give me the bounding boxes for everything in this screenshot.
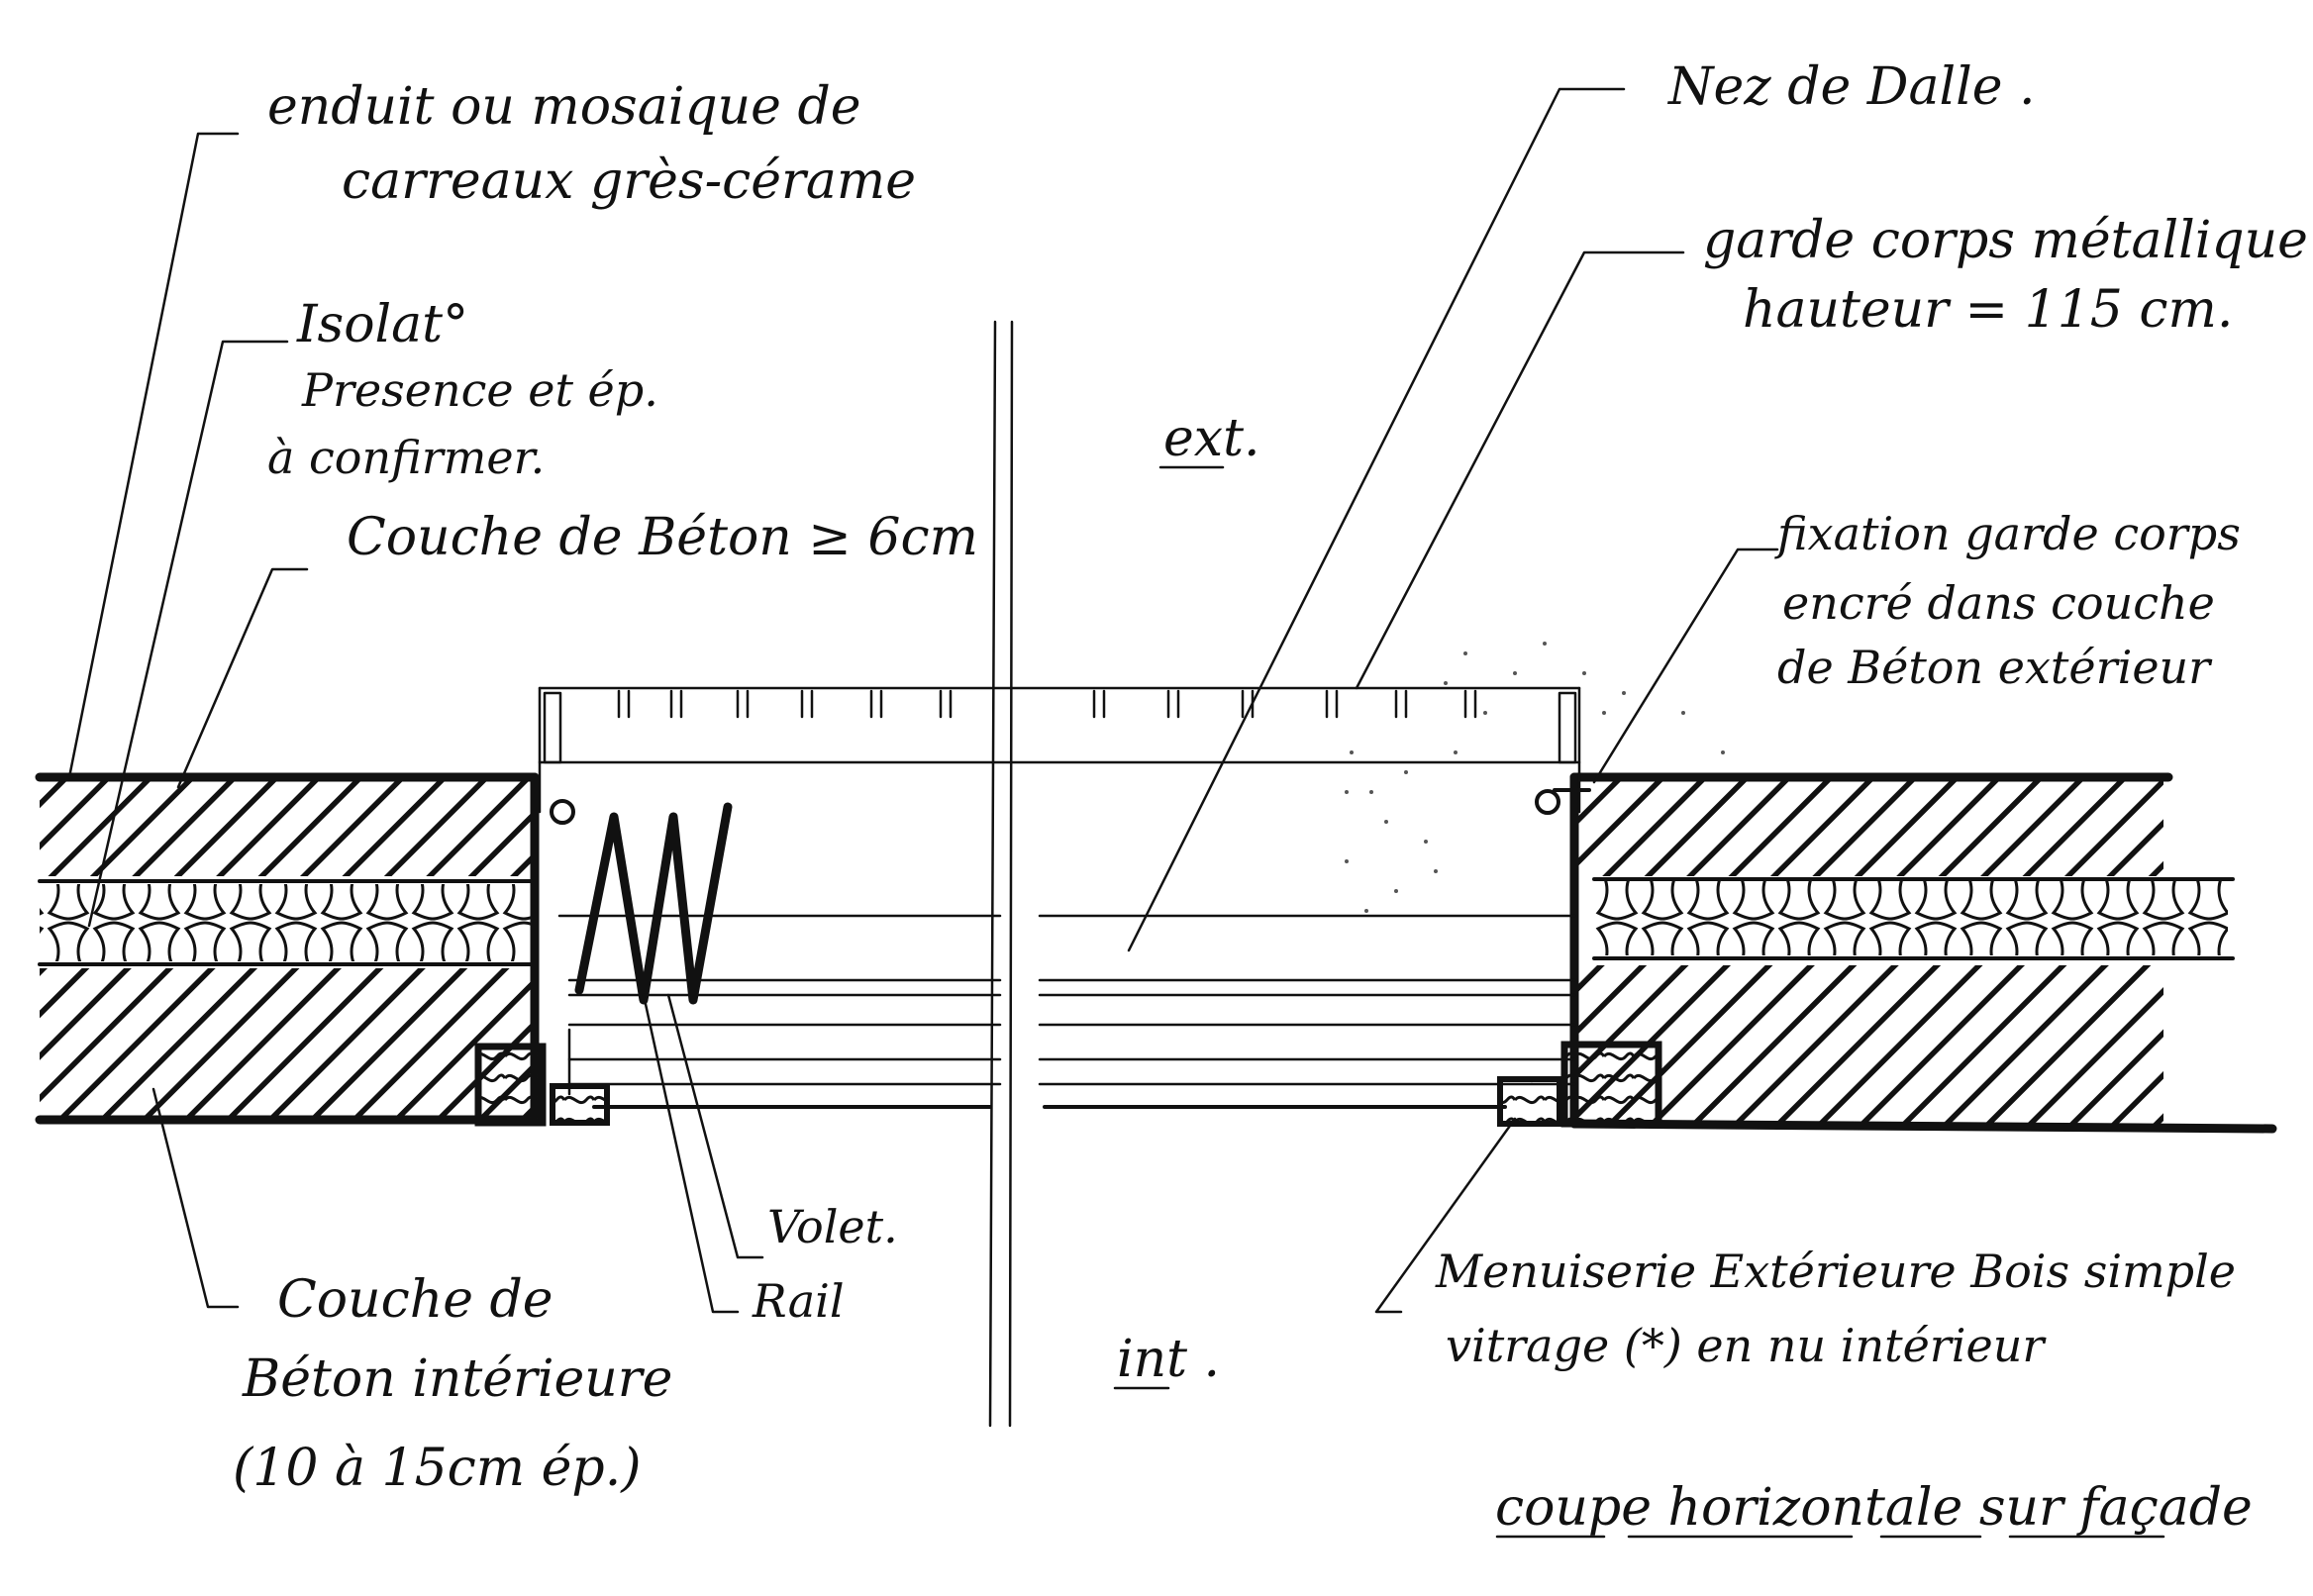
stipple-texture (1345, 642, 1725, 913)
left-wall (35, 772, 540, 1125)
label-couche-beton: Couche de Béton ≥ 6cm (347, 508, 978, 567)
label-couche-interieure-line1: Couche de (277, 1270, 553, 1330)
label-couche-interieure-line2: Béton intérieure (242, 1349, 672, 1409)
label-menuiserie-line1: Menuiserie Extérieure Bois simple (1435, 1245, 2236, 1298)
label-exterieur: ext. (1163, 409, 1260, 468)
label-garde-corps-line1: garde corps métallique (1703, 211, 2308, 270)
label-isolation-line1: Isolat° (296, 295, 468, 354)
drawing-title: coupe horizontale sur façade (1495, 1478, 2253, 1538)
label-rail: Rail (752, 1274, 845, 1328)
label-couche-interieure-line3: (10 à 15cm ép.) (233, 1439, 642, 1498)
label-interieur: int . (1117, 1330, 1220, 1389)
label-isolation-line2: Presence et ép. (301, 363, 658, 417)
right-outer-concrete (1574, 777, 2163, 876)
guardrail-balusters (617, 689, 1477, 719)
label-volet: Volet. (767, 1200, 898, 1253)
label-enduit-line1: enduit ou mosaique de (267, 77, 861, 137)
label-isolation-line3: à confirmer. (267, 431, 545, 484)
right-inner-concrete (1574, 965, 2163, 1124)
label-fixation-line2: encré dans couche (1782, 576, 2215, 630)
left-insulation (40, 884, 535, 961)
label-fixation-line3: de Béton extérieur (1777, 641, 2213, 694)
label-enduit-line2: carreaux grès-cérame (342, 151, 916, 211)
left-outer-concrete (40, 777, 535, 876)
center-break-line (988, 320, 1014, 1428)
left-anchor (550, 799, 575, 825)
folded-shutter (574, 802, 733, 1005)
label-fixation-line1: fixation garde corps (1774, 507, 2241, 560)
right-anchor (1535, 789, 1560, 815)
guardrail (538, 686, 1591, 825)
label-garde-corps-line2: hauteur = 115 cm. (1743, 280, 2233, 340)
slab-plan-lines (538, 686, 1581, 1109)
left-inner-concrete (40, 968, 535, 1120)
right-wall (1569, 772, 2277, 1134)
label-nez-dalle: Nez de Dalle . (1666, 57, 2036, 117)
right-insulation (1594, 881, 2228, 955)
label-menuiserie-line2: vitrage (*) en nu intérieur (1446, 1319, 2047, 1372)
leader-lines (67, 87, 1779, 1314)
window-frames (474, 1041, 1662, 1128)
